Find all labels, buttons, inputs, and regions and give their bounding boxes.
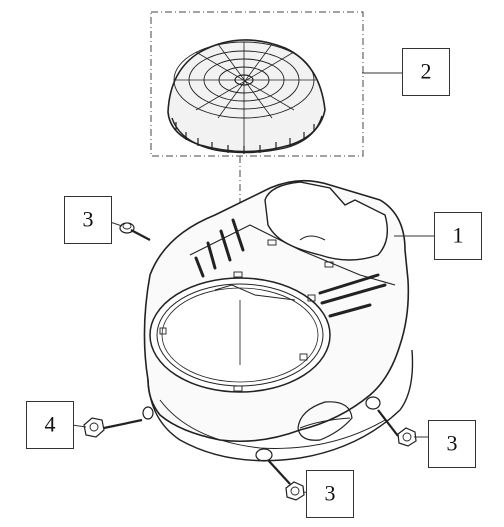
rotating-screen-grille — [167, 39, 326, 154]
callout-number-2: 2 — [420, 58, 432, 84]
callout-number-3-right: 3 — [446, 430, 458, 456]
bolt-right — [377, 409, 417, 447]
callout-box-3-bottom: 3 — [306, 470, 354, 518]
callout-number-1: 1 — [452, 222, 464, 248]
bolt-upper-left — [119, 222, 151, 241]
leader-line-4 — [71, 424, 87, 428]
screen-dashed-frame — [150, 11, 364, 157]
callout-box-3-right: 3 — [428, 420, 476, 468]
callout-box-2: 2 — [402, 48, 450, 96]
bolt-bottom — [267, 459, 305, 501]
callout-number-3-bottom: 3 — [324, 480, 336, 506]
callout-box-4: 4 — [26, 401, 74, 449]
callout-number-3-upper: 3 — [82, 206, 94, 232]
callout-number-4: 4 — [44, 411, 56, 437]
blower-housing-cover — [142, 179, 414, 462]
leader-line-3-upper — [109, 221, 123, 227]
callout-box-3-upper: 3 — [64, 196, 112, 244]
bolt-lower-left — [83, 417, 143, 438]
callout-box-1: 1 — [434, 212, 482, 260]
